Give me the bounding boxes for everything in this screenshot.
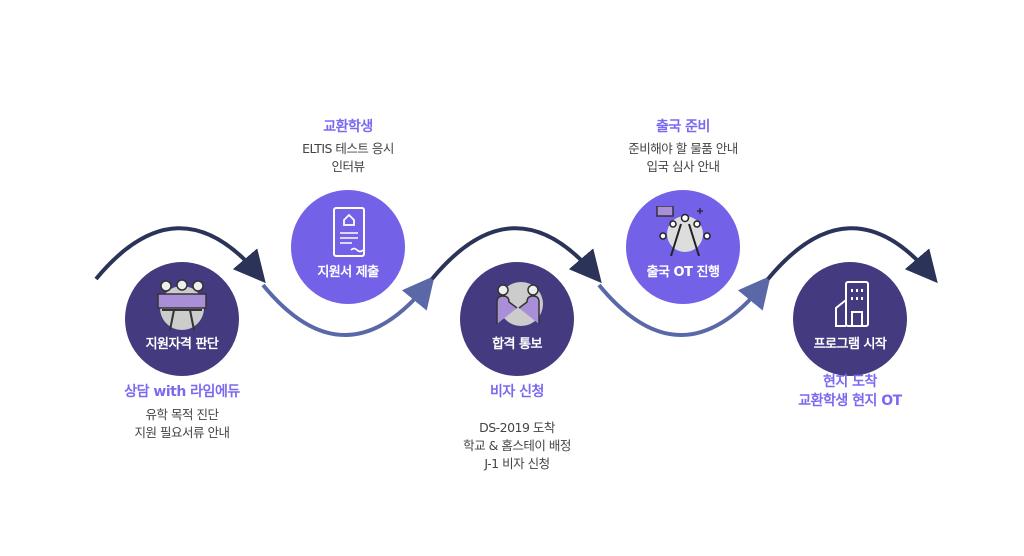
step-title: 비자 신청 xyxy=(490,384,544,400)
step-line: 준비해야 할 물품 안내 xyxy=(628,141,738,156)
conference-icon xyxy=(656,206,711,257)
step-circle-label: 출국 OT 진행 xyxy=(646,265,720,280)
step-circle-1: 지원자격 판단 xyxy=(125,262,239,376)
step-circle-4: 출국 OT 진행 xyxy=(626,190,740,304)
building-icon xyxy=(835,281,869,327)
step-circle-label: 지원서 제출 xyxy=(317,265,379,280)
meeting-icon xyxy=(157,279,207,331)
handshake-icon xyxy=(496,282,543,326)
step-text-4: 출국 준비 준비해야 할 물품 안내 입국 심사 안내 xyxy=(563,118,803,176)
step-title: 상담 with 라임에듀 xyxy=(124,384,240,400)
arc-arrow-5 xyxy=(766,226,938,284)
step-circle-label: 프로그램 시작 xyxy=(813,337,887,352)
step-title: 출국 준비 xyxy=(656,119,710,135)
step-text-2: 교환학생 ELTIS 테스트 응시 인터뷰 xyxy=(228,118,468,176)
arc-arrow-2 xyxy=(261,275,435,337)
step-text-1: 상담 with 라임에듀 유학 목적 진단 지원 필요서류 안내 xyxy=(62,383,302,442)
step-line: 유학 목적 진단 xyxy=(145,407,219,422)
step-circle-label: 지원자격 판단 xyxy=(145,337,219,352)
step-line: 인터뷰 xyxy=(331,159,365,174)
step-title-line: 교환학생 현지 OT xyxy=(798,393,902,409)
step-line: 학교 & 홈스테이 배정 xyxy=(463,438,571,453)
arc-arrow-3 xyxy=(430,226,602,284)
step-line: DS-2019 도착 xyxy=(479,420,555,435)
arc-arrow-1 xyxy=(94,226,266,284)
document-icon xyxy=(333,207,365,257)
step-line: ELTIS 테스트 응시 xyxy=(302,141,394,156)
step-circle-label: 합격 통보 xyxy=(492,337,542,352)
step-title: 현지 도착 xyxy=(823,374,877,390)
step-circle-5: 프로그램 시작 xyxy=(793,262,907,376)
step-circle-3: 합격 통보 xyxy=(460,262,574,376)
step-text-3: 비자 신청 DS-2019 도착 학교 & 홈스테이 배정 J-1 비자 신청 xyxy=(397,383,637,473)
step-title: 교환학생 xyxy=(323,119,373,135)
step-line: 지원 필요서류 안내 xyxy=(134,425,230,440)
step-text-5: 현지 도착 교환학생 현지 OT xyxy=(730,373,970,411)
step-line: J-1 비자 신청 xyxy=(484,456,550,471)
arc-arrow-4 xyxy=(597,275,771,337)
step-circle-2: 지원서 제출 xyxy=(291,190,405,304)
step-line: 입국 심사 안내 xyxy=(646,159,720,174)
